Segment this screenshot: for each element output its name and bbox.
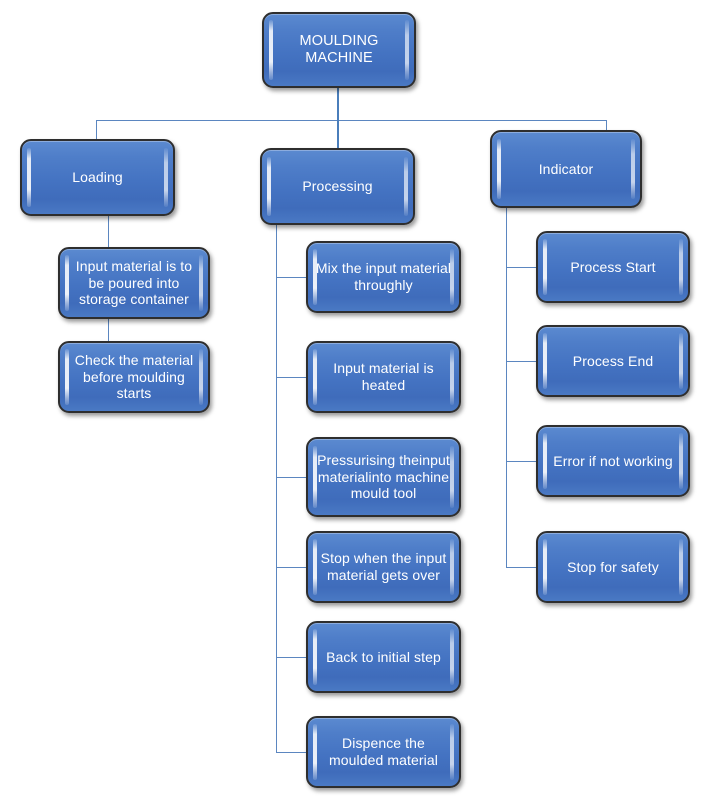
node-processing-child-3[interactable]: Pressurising theinput materialinto machi…	[306, 437, 461, 517]
node-label: Input material is to be poured into stor…	[75, 258, 193, 308]
node-indicator-child-2[interactable]: Process End	[536, 325, 690, 397]
node-label: Process Start	[570, 258, 656, 275]
node-branch-loading[interactable]: Loading	[20, 139, 175, 216]
connector-drop-processing	[337, 120, 339, 149]
connector-stub-processing-3	[276, 477, 308, 478]
connector-stub-indicator-3	[506, 461, 538, 462]
node-label: Back to initial step	[326, 648, 441, 665]
connector-stub-indicator-1	[506, 267, 538, 268]
connector-stub-indicator-2	[506, 361, 538, 362]
node-label: Loading	[72, 169, 123, 186]
connector-stub-processing-2	[276, 377, 308, 378]
node-label: Processing	[302, 178, 373, 195]
node-processing-child-6[interactable]: Dispence the moulded material	[306, 716, 461, 788]
connector-drop-indicator	[606, 120, 607, 131]
node-loading-child-2[interactable]: Check the material before moulding start…	[58, 341, 210, 413]
node-label: Input material is heated	[333, 360, 434, 393]
node-processing-child-5[interactable]: Back to initial step	[306, 621, 461, 693]
node-loading-child-1[interactable]: Input material is to be poured into stor…	[58, 247, 210, 319]
connector-trunk-bar	[96, 120, 607, 121]
node-label: Stop for safety	[567, 558, 659, 575]
node-indicator-child-1[interactable]: Process Start	[536, 231, 690, 303]
connector-drop-loading	[96, 120, 97, 140]
connector-stub-processing-4	[276, 567, 308, 568]
node-label: Mix the input material throughly	[315, 260, 452, 293]
node-label: Stop when the input material gets over	[320, 550, 447, 583]
node-label: Pressurising theinput materialinto machi…	[317, 452, 450, 502]
node-processing-child-4[interactable]: Stop when the input material gets over	[306, 531, 461, 603]
node-branch-processing[interactable]: Processing	[260, 148, 415, 225]
node-processing-child-1[interactable]: Mix the input material throughly	[306, 241, 461, 313]
connector-root-stem	[337, 88, 339, 121]
node-root-moulding-machine[interactable]: MOULDING MACHINE	[262, 12, 416, 88]
node-label: Check the material before moulding start…	[74, 352, 194, 402]
connector-stub-processing-6	[276, 752, 308, 753]
connector-stub-processing-5	[276, 657, 308, 658]
node-branch-indicator[interactable]: Indicator	[490, 130, 642, 208]
node-label: Indicator	[538, 160, 594, 177]
connector-stub-processing-1	[276, 277, 308, 278]
node-label: Process End	[572, 352, 654, 369]
node-indicator-child-4[interactable]: Stop for safety	[536, 531, 690, 603]
node-indicator-child-3[interactable]: Error if not working	[536, 425, 690, 497]
node-label: Error if not working	[553, 452, 673, 469]
connector-stub-indicator-4	[506, 567, 538, 568]
connector-spine-processing	[276, 225, 277, 752]
connector-spine-indicator	[506, 208, 507, 567]
node-label: MOULDING MACHINE	[299, 32, 379, 66]
node-label: Dispence the moulded material	[329, 735, 438, 768]
node-processing-child-2[interactable]: Input material is heated	[306, 341, 461, 413]
